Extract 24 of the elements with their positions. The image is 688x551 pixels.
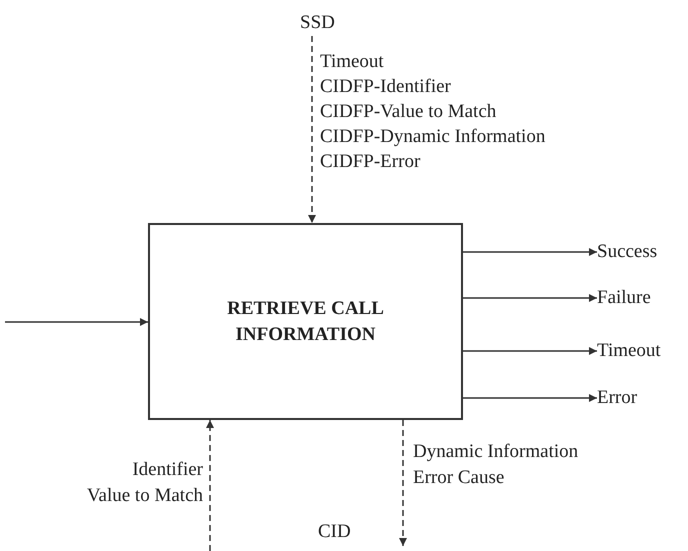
arrow	[463, 394, 597, 402]
flow-label: CIDFP-Dynamic Information	[320, 125, 546, 149]
flow-label: Value to Match	[86, 484, 203, 508]
arrow	[463, 248, 597, 256]
flow-label: CID	[318, 520, 351, 544]
node-label: Failure	[597, 285, 677, 311]
flow-label: Dynamic Information	[413, 440, 578, 464]
node-label: Success	[597, 239, 677, 265]
arrow	[308, 36, 316, 223]
flow-label: Timeout	[320, 50, 384, 74]
arrow	[206, 420, 214, 551]
node-label: Error	[597, 385, 677, 411]
flow-label: CIDFP-Identifier	[320, 75, 451, 99]
arrow	[463, 294, 597, 302]
node-label: Timeout	[597, 338, 681, 364]
node-label: SSD	[300, 10, 350, 36]
flow-label: Identifier	[132, 458, 203, 482]
arrow	[5, 318, 148, 326]
arrow	[463, 347, 597, 355]
flow-label: CIDFP-Error	[320, 150, 420, 174]
flow-label: Error Cause	[413, 466, 504, 490]
flow-label: CIDFP-Value to Match	[320, 100, 496, 124]
process-box: RETRIEVE CALL INFORMATION	[148, 223, 463, 420]
arrow	[399, 420, 407, 546]
